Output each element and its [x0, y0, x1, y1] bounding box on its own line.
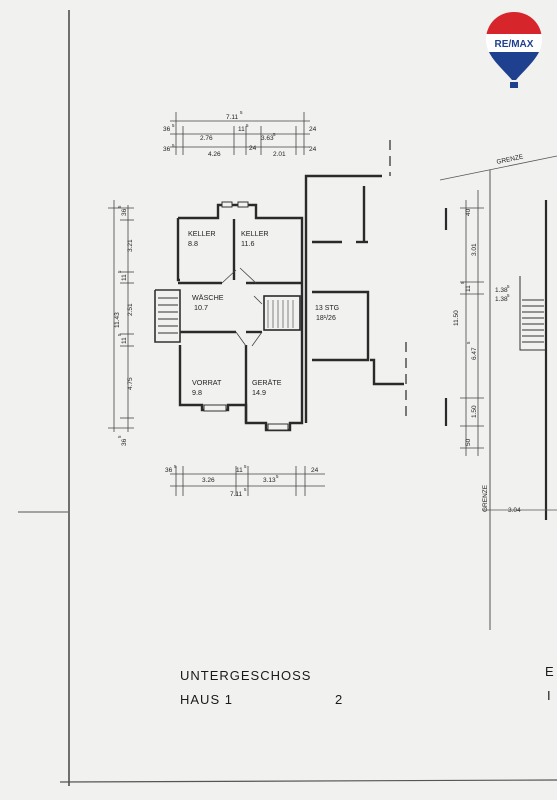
- door-swings: [221, 267, 263, 347]
- dim-bottom-total: 7.11: [230, 491, 243, 498]
- dim-left-f-sup: 5: [117, 333, 122, 336]
- dim-top-left-a: 36: [163, 126, 171, 133]
- dim-left-e: 11.43: [114, 312, 121, 328]
- right-stair: [519, 276, 546, 351]
- stair-ratio: 18¹/26: [316, 315, 336, 322]
- dim-right-i-sup: 5: [507, 284, 510, 289]
- dim-bottom-total-sup: 5: [244, 487, 247, 492]
- left-dimension-lines: [108, 200, 134, 432]
- edge-letter-upper: E: [545, 664, 554, 679]
- dim-left-a: 36: [121, 208, 128, 216]
- dim-left-f: 11: [121, 337, 128, 344]
- room-waesche-name: WÄSCHE: [192, 293, 224, 302]
- exterior-stair: [154, 289, 181, 343]
- dim-top-left-b-sup: 5: [172, 143, 175, 148]
- balloon-white-band: [486, 34, 542, 52]
- edge-letter-lower: I: [547, 688, 551, 703]
- room-keller-2-name: KELLER: [241, 229, 269, 238]
- dim-right-j: 1.38: [495, 296, 508, 303]
- caption-subtitle: HAUS 1: [180, 692, 233, 707]
- dim-right-i: 1.38: [495, 287, 508, 294]
- frame-bottom-line: [59, 779, 557, 783]
- dim-right-d: 11.50: [453, 310, 460, 326]
- dim-top-d1: 2.76: [200, 135, 213, 142]
- dim-left-h-sup: 5: [117, 435, 122, 438]
- dim-bottom-c-sup: 5: [244, 464, 247, 469]
- dim-right-e: 6.47: [471, 347, 478, 360]
- grenze-lines: [439, 155, 557, 511]
- bottom-dimension-lines: [170, 466, 325, 496]
- room-vorrat-name: VORRAT: [192, 378, 222, 387]
- dim-right-g: 50: [465, 438, 472, 446]
- caption-number: 2: [335, 692, 344, 707]
- top-dimension-lines: [170, 112, 310, 155]
- dim-top-d3-sup: 5: [273, 132, 276, 137]
- dim-left-a-sup: 5: [117, 205, 122, 208]
- dim-top-d5: 4.26: [208, 151, 221, 158]
- dim-top-d3: 3.63: [261, 135, 274, 142]
- dim-bottom-a-sup: 5: [174, 464, 177, 469]
- grenze-side-label: GRENZE: [482, 484, 489, 512]
- dim-right-a: 40: [465, 208, 472, 216]
- room-waesche-area: 10.7: [194, 303, 208, 312]
- dim-right-j-sup: 5: [507, 293, 510, 298]
- dim-left-h: 36: [121, 438, 128, 446]
- dim-left-c-sup: 5: [117, 270, 122, 273]
- dim-right-b: 3.01: [471, 243, 478, 256]
- dim-left-g: 4.75: [127, 377, 134, 390]
- room-keller-1-name: KELLER: [188, 229, 216, 238]
- remax-logo: RE/MAX: [486, 12, 542, 88]
- haus2-walls: [304, 174, 404, 423]
- dim-bottom-e: 24: [311, 467, 319, 474]
- dim-left-c: 11: [121, 274, 128, 281]
- dim-top-left-a-sup: 5: [172, 123, 175, 128]
- dim-right-c: 11: [465, 285, 472, 292]
- right-walls: [444, 200, 548, 520]
- dim-top-total-sup: 5: [240, 110, 243, 115]
- caption-title: UNTERGESCHOSS: [180, 668, 312, 683]
- dim-bottom-b: 3.26: [202, 477, 215, 484]
- dim-bottom-d: 3.13: [263, 477, 276, 484]
- dim-right-e-sup: 5: [466, 341, 471, 344]
- interior-stair: [267, 300, 294, 328]
- dim-right-c-sup: 5: [460, 281, 465, 284]
- room-keller-1-area: 8.8: [188, 239, 198, 248]
- dim-top-left-b: 36: [163, 146, 171, 153]
- dim-top-d2: 11: [238, 126, 245, 133]
- balloon-red-band: [486, 12, 542, 34]
- dim-right-f: 1.50: [471, 405, 478, 418]
- dim-left-d: 2.51: [127, 303, 134, 316]
- logo-text: RE/MAX: [495, 39, 534, 50]
- room-geraete-name: GERÄTE: [252, 378, 282, 387]
- dim-bottom-d-sup: 5: [276, 474, 279, 479]
- grenze-top-label: GRENZE: [496, 153, 525, 166]
- stair-label: 13 STG: [315, 305, 339, 312]
- room-keller-2-area: 11.6: [241, 239, 254, 248]
- dim-left-b: 3.21: [127, 239, 134, 252]
- dim-top-d2-sup: 5: [246, 123, 249, 128]
- dim-right-h: 3.04: [508, 507, 521, 514]
- haus2-dashed-wall: [389, 140, 407, 416]
- dim-top-total: 7.11: [226, 114, 239, 121]
- dim-top-d6: 24: [249, 145, 257, 152]
- right-dimension-lines: [460, 190, 484, 456]
- dim-bottom-c: 11: [236, 467, 243, 474]
- dim-top-d7: 2.01: [273, 151, 286, 158]
- dim-top-d8: 24: [309, 146, 317, 153]
- dim-top-d4: 24: [309, 126, 317, 133]
- balloon-basket: [510, 82, 518, 88]
- dim-bottom-a: 36: [165, 467, 173, 474]
- haus1-walls: [176, 203, 304, 432]
- room-geraete-area: 14.9: [252, 388, 266, 397]
- room-vorrat-area: 9.8: [192, 388, 202, 397]
- windows: [203, 201, 289, 431]
